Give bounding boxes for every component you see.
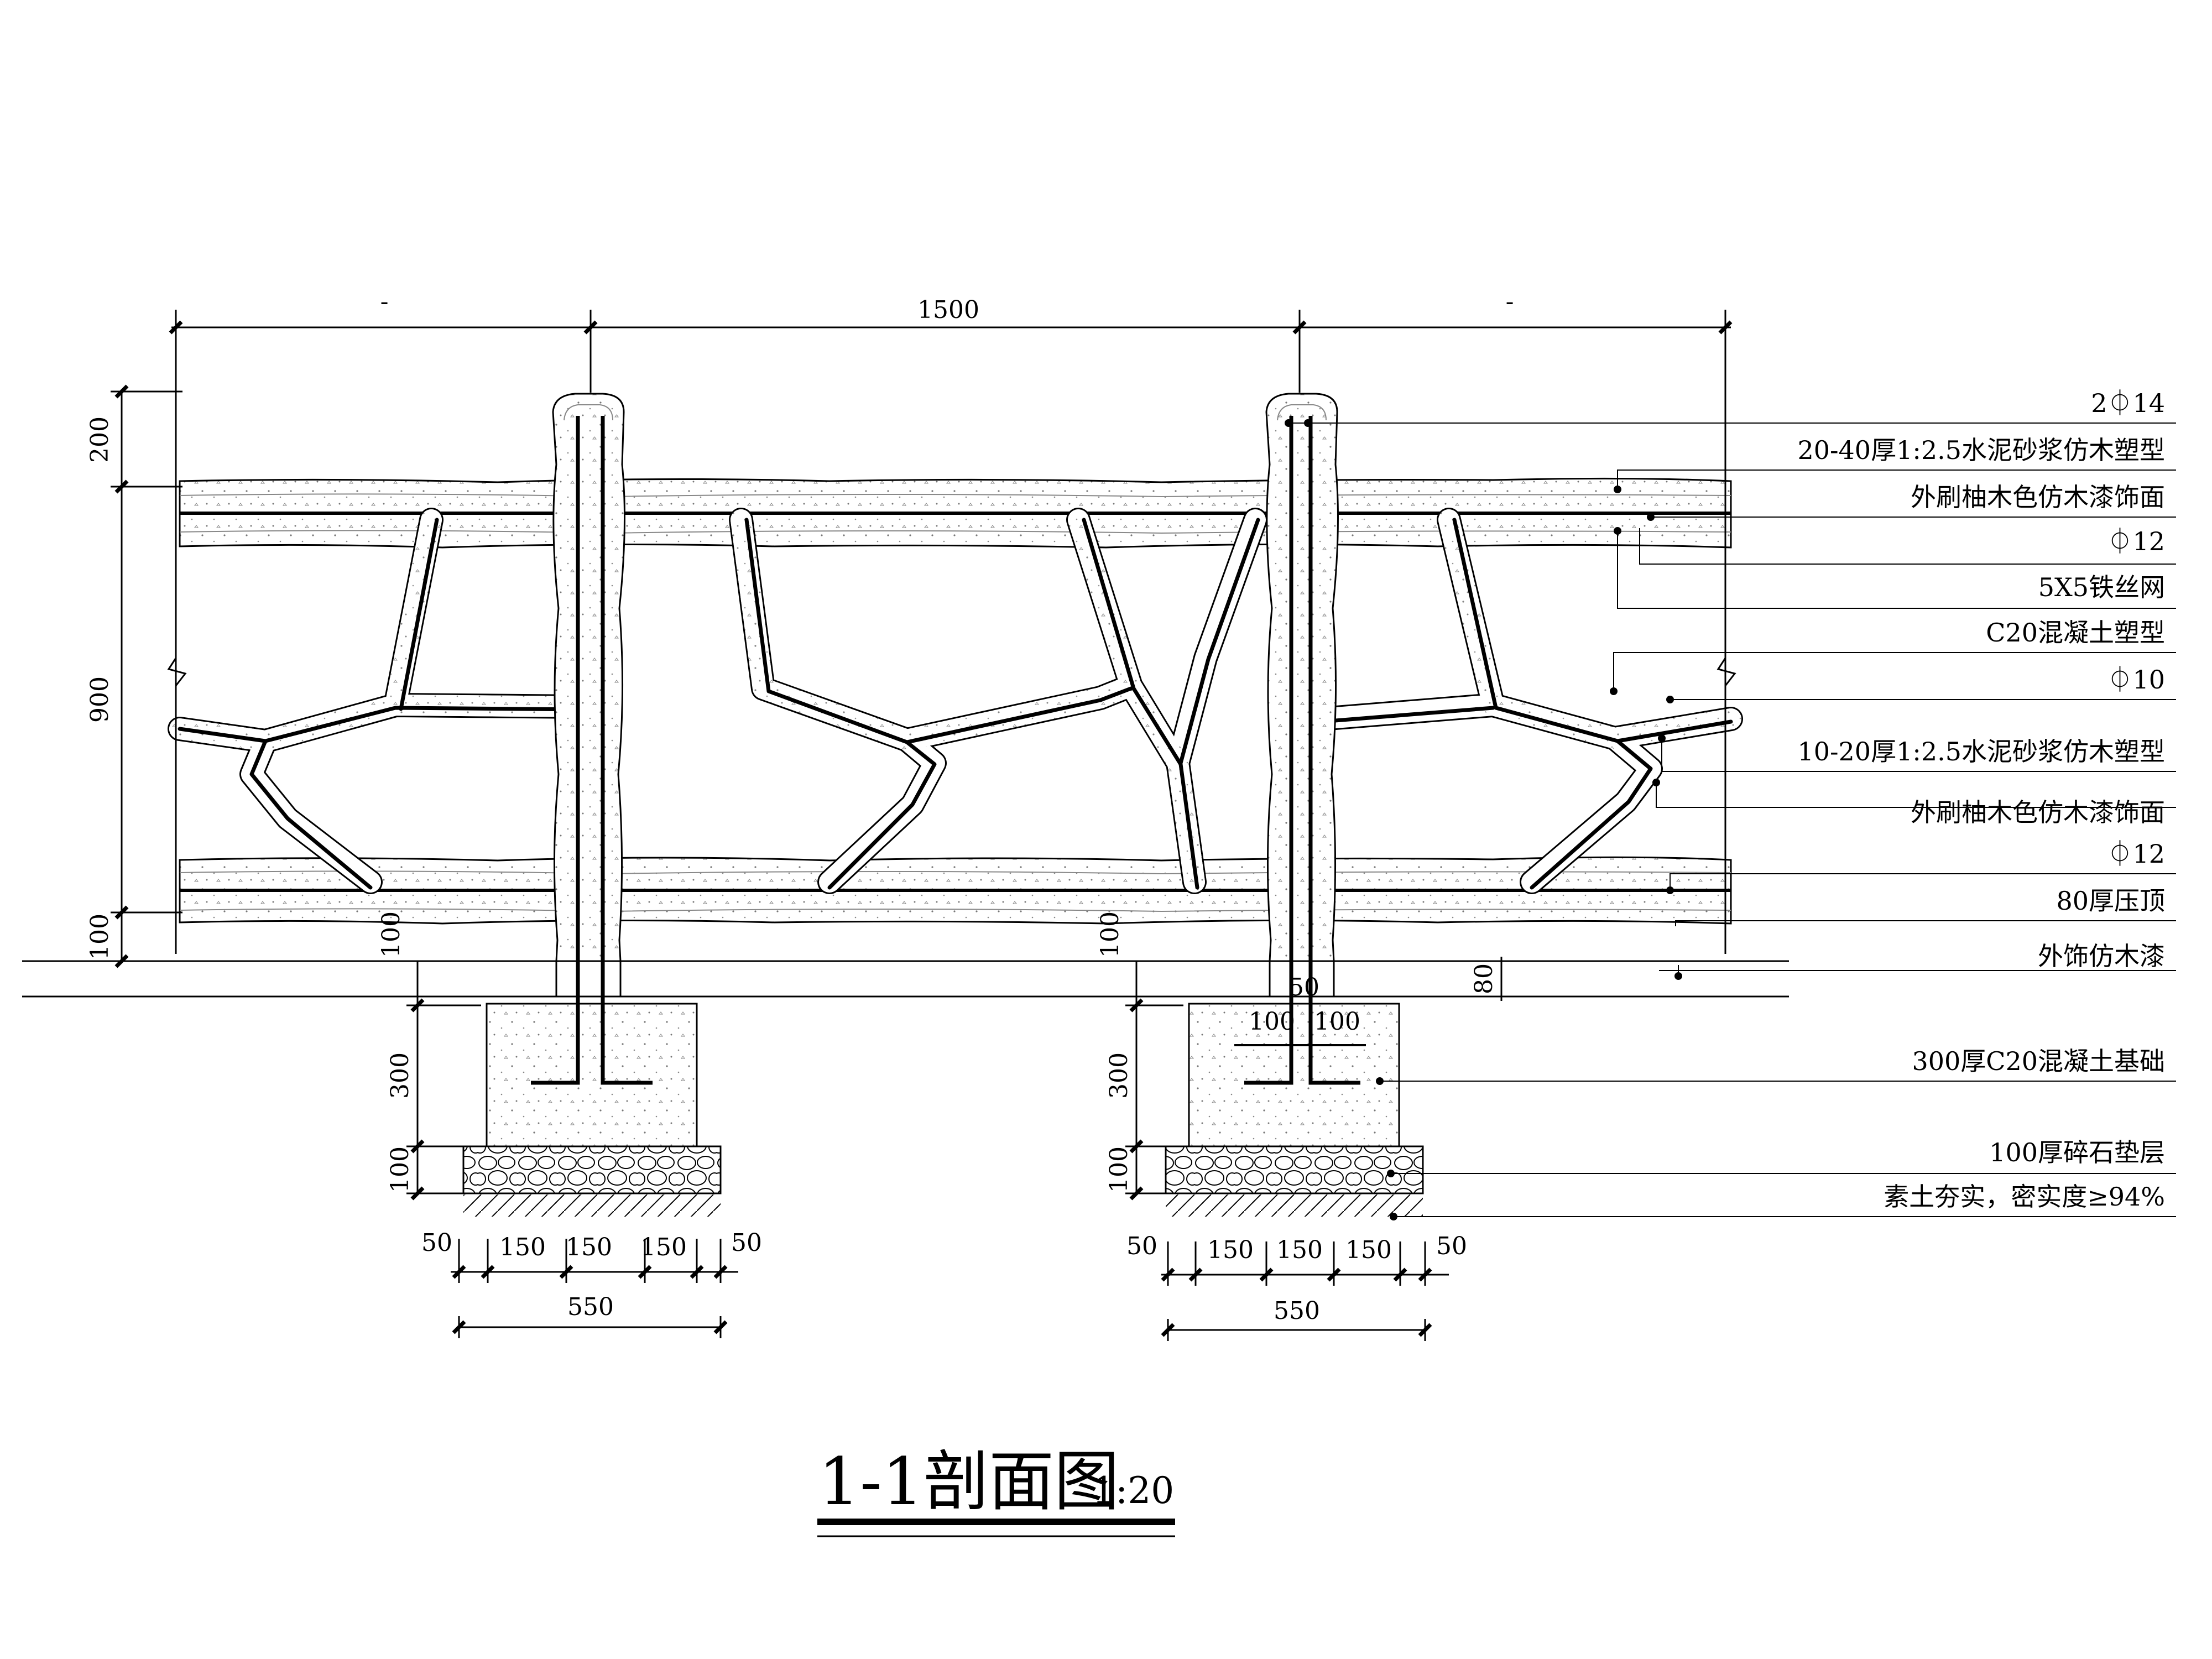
dim-footing-part: 50: [1436, 1232, 1467, 1260]
drawing-scale: 1:20: [1092, 1469, 1174, 1512]
dim-footing-part: 150: [640, 1233, 687, 1261]
label-c20-shaping: C20混凝土塑型: [1986, 618, 2165, 648]
post-left: [552, 393, 625, 997]
dim-footing-part: 50: [421, 1229, 452, 1257]
top-rail: [179, 477, 1732, 549]
dim-footing-part: 150: [499, 1233, 546, 1261]
dimension-lines: [111, 310, 1731, 1341]
dimension-text: 1500 - - 200 900 100 100 100 300 100 300…: [86, 288, 1514, 1325]
bottom-rail: [179, 856, 1732, 925]
dim-height-200: 200: [86, 416, 114, 463]
leader-dots: [1285, 419, 1682, 1220]
post-right: [1265, 393, 1339, 997]
dim-dash-left: -: [380, 288, 389, 316]
dim-dash-right: -: [1506, 288, 1514, 316]
label-wire-mesh: 5X5铁丝网: [2038, 572, 2165, 602]
dim-gravel-100-right: 100: [1105, 1146, 1133, 1193]
leader-lines: [1288, 422, 2176, 1217]
dim-height-900: 900: [86, 676, 114, 723]
label-paint-top: 外刷柚木色仿木漆饰面: [1911, 482, 2165, 512]
dim-1500: 1500: [917, 296, 979, 324]
dim-post-100-right: 100: [1096, 911, 1124, 958]
dim-footing-total: 550: [567, 1293, 614, 1321]
footing-right: [1165, 1003, 1424, 1217]
label-rebar-2-14: 2⏀14: [2091, 388, 2165, 418]
dim-footing-part: 150: [1207, 1236, 1254, 1264]
drawing-title: 1-1剖面图: [818, 1443, 1119, 1520]
dim-footing-part: 150: [566, 1233, 612, 1261]
label-mortar-10-20: 10-20厚1:2.5水泥砂浆仿木塑型: [1797, 737, 2165, 766]
dim-footing-part: 50: [1126, 1232, 1157, 1260]
dim-footing-part: 50: [731, 1229, 762, 1257]
branch-infill: [168, 508, 1743, 894]
dim-gap-50: 50: [1288, 973, 1319, 1001]
dim-footing-part: 150: [1345, 1236, 1392, 1264]
dimension-ticks: [114, 320, 1733, 1337]
label-rebar-10: ⏀10: [2107, 665, 2165, 695]
dim-height-100: 100: [86, 914, 114, 960]
dim-post-100-left: 100: [377, 911, 405, 958]
dim-footing-300-right: 300: [1105, 1052, 1133, 1099]
material-labels: 2⏀14 20-40厚1:2.5水泥砂浆仿木塑型 外刷柚木色仿木漆饰面 ⏀12 …: [1797, 388, 2165, 1212]
label-mortar-20-40: 20-40厚1:2.5水泥砂浆仿木塑型: [1797, 435, 2165, 465]
dim-rebar-100-b: 100: [1314, 1008, 1360, 1036]
ground-line: [22, 960, 1789, 998]
dim-footing-part: 150: [1276, 1236, 1323, 1264]
break-marks: [167, 658, 1736, 686]
label-rebar-12-top: ⏀12: [2107, 526, 2165, 556]
dim-footing-300-left: 300: [386, 1052, 414, 1099]
footing-left: [462, 1003, 722, 1217]
label-outer-paint: 外饰仿木漆: [2038, 941, 2165, 971]
label-coping-80: 80厚压顶: [2056, 886, 2165, 916]
label-gravel-layer: 100厚碎石垫层: [1989, 1138, 2165, 1167]
dim-footing-total: 550: [1274, 1297, 1320, 1325]
dim-gravel-100-left: 100: [386, 1146, 414, 1193]
rebar: [531, 416, 1366, 1085]
label-compacted-soil: 素土夯实，密实度≥94%: [1884, 1182, 2165, 1212]
dim-top-80: 80: [1470, 963, 1498, 994]
label-rebar-12-bottom: ⏀12: [2107, 839, 2165, 869]
drawing-title-block: 1-1剖面图 1:20: [817, 1443, 1175, 1537]
dim-rebar-100-a: 100: [1249, 1008, 1295, 1036]
label-paint-bottom: 外刷柚木色仿木漆饰面: [1911, 797, 2165, 827]
label-c20-foundation: 300厚C20混凝土基础: [1912, 1046, 2165, 1076]
